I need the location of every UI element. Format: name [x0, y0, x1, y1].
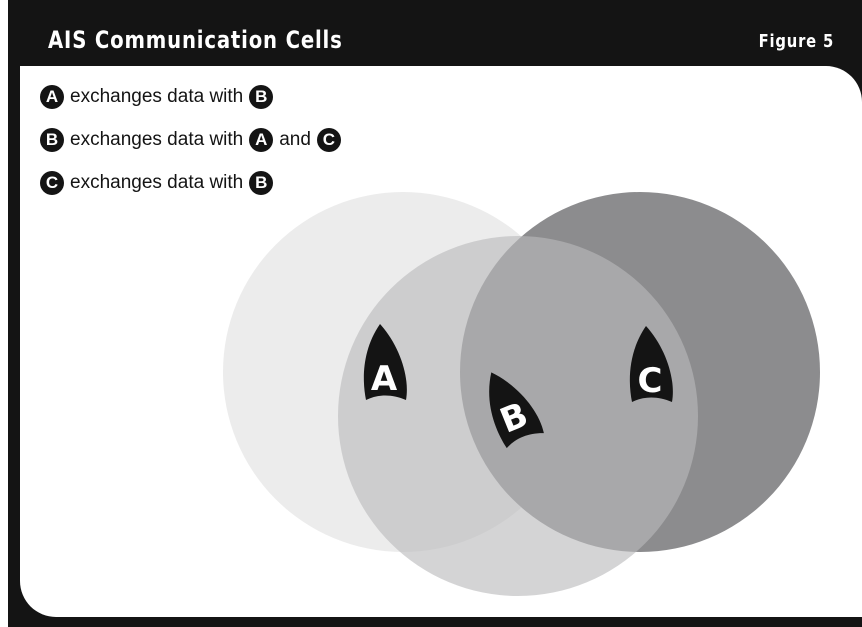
- legend-text: exchanges data with: [70, 129, 244, 150]
- vessel-a-marker: A: [363, 324, 407, 400]
- legend-text: exchanges data with: [70, 172, 244, 193]
- badge-a-icon: A: [40, 85, 64, 109]
- vessel-a-label: A: [371, 359, 398, 399]
- badge-b-icon: B: [249, 171, 274, 195]
- vessel-c-label: C: [638, 361, 663, 401]
- legend-joiner: and: [279, 129, 311, 150]
- badge-c-icon: C: [40, 171, 64, 195]
- vessel-b-icon: [489, 372, 544, 449]
- badge-b-icon: B: [40, 128, 64, 152]
- legend-text: exchanges data with: [70, 86, 244, 107]
- vessel-c-marker: C: [629, 326, 673, 402]
- header-bar: AIS Communication Cells Figure 5: [8, 0, 862, 68]
- figure-number: Figure 5: [758, 31, 834, 52]
- legend-line-a: A exchanges data with B: [40, 82, 274, 112]
- badge-b-icon: B: [249, 85, 274, 109]
- vessel-b-marker: B: [489, 372, 544, 449]
- vessel-a-icon: [363, 324, 407, 400]
- badge-a-icon: A: [249, 128, 274, 152]
- badge-c-icon: C: [316, 128, 341, 152]
- legend-line-c: C exchanges data with B: [40, 168, 274, 198]
- figure-title: AIS Communication Cells: [48, 26, 343, 54]
- vessel-c-icon: [629, 326, 673, 402]
- legend-line-b: B exchanges data with A and C: [40, 125, 341, 155]
